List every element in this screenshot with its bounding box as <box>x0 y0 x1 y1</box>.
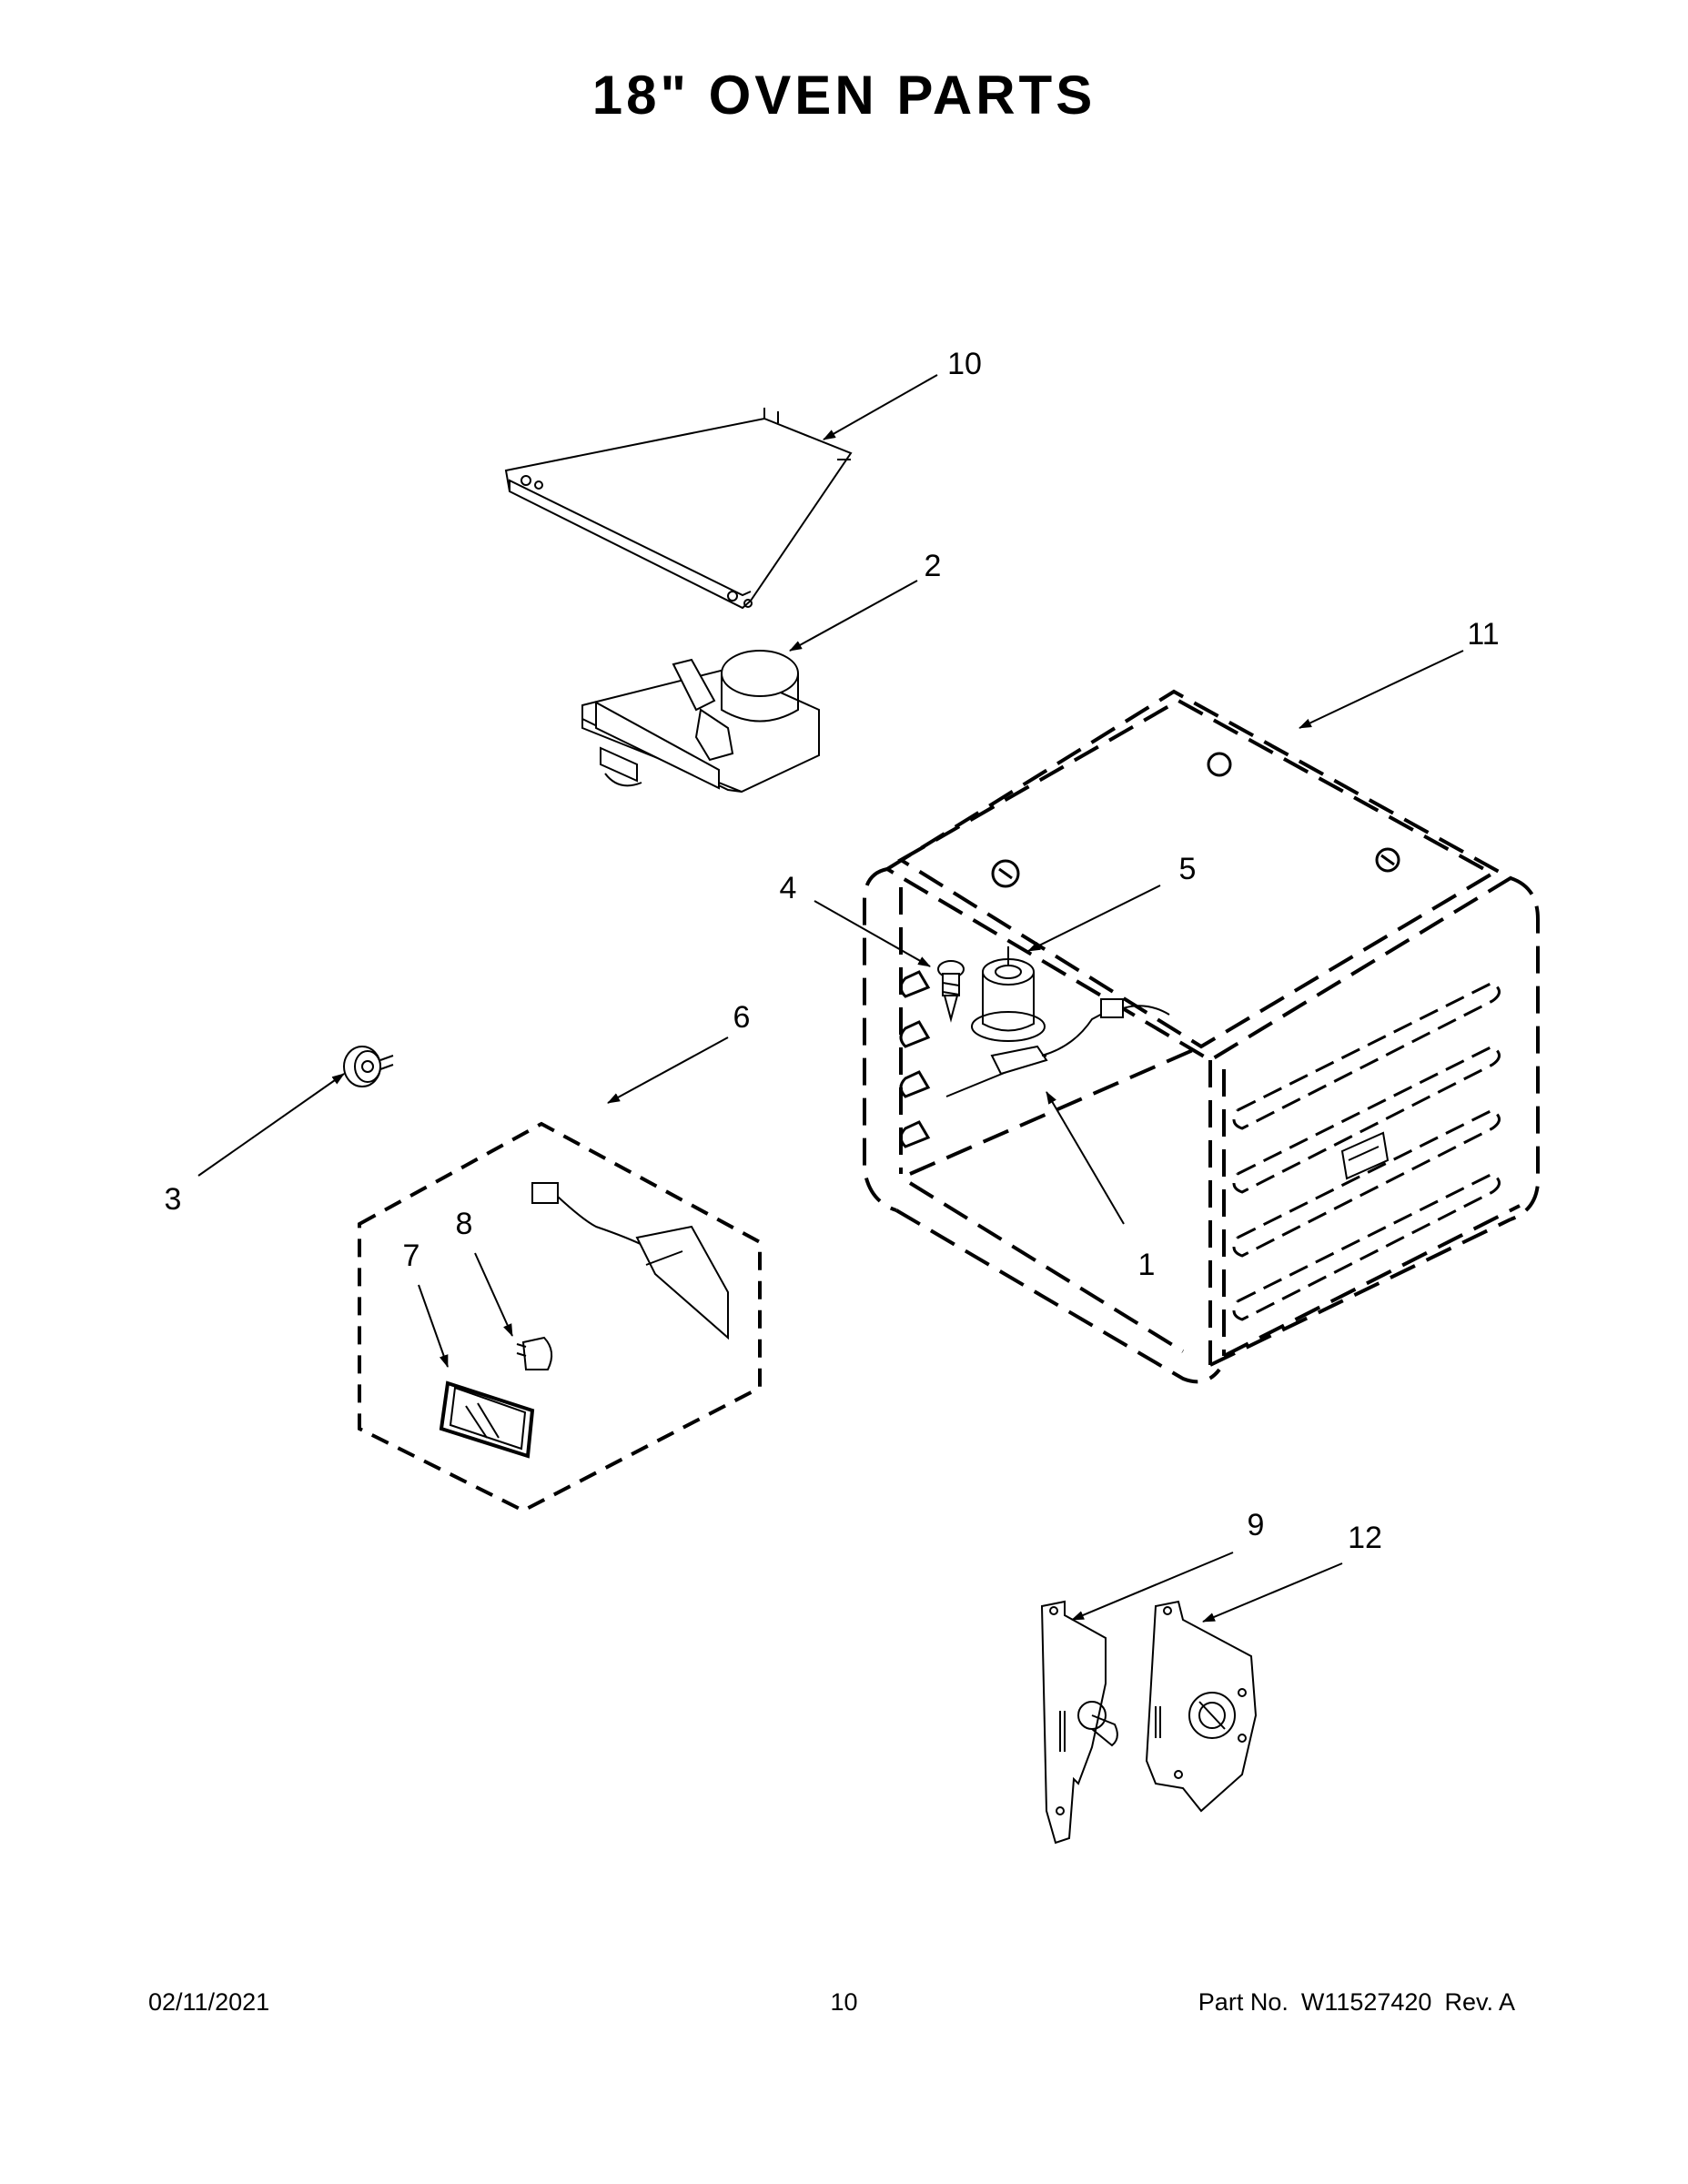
rack-rails <box>1232 981 1501 1321</box>
footer-part-number: Part No. W11527420 Rev. A <box>1198 1988 1515 2017</box>
leader-11 <box>1299 650 1464 729</box>
page-title: 18" OVEN PARTS <box>591 65 1097 126</box>
part-1-sensor <box>945 998 1170 1097</box>
part-9-hinge <box>1040 1600 1118 1845</box>
leader-6 <box>607 1036 729 1104</box>
leader-10 <box>823 374 938 440</box>
left-slots <box>899 970 931 1148</box>
footer-date: 02/11/2021 <box>148 1988 270 2016</box>
part-11-oven-cavity <box>863 689 1540 1384</box>
leader-5 <box>1027 885 1161 952</box>
callout-1: 1 <box>1137 1248 1156 1282</box>
part-12-hinge <box>1145 1600 1258 1813</box>
leader-1 <box>1046 1091 1125 1225</box>
callout-11: 11 <box>1467 617 1500 652</box>
part-7-lens <box>439 1380 535 1459</box>
part-label: Part No. <box>1198 1988 1289 2016</box>
part-5-grommet <box>971 946 1046 1042</box>
light-housing <box>531 1182 729 1340</box>
part-8-bulb <box>516 1336 553 1370</box>
leader-4 <box>814 900 931 967</box>
part-number: W11527420 <box>1300 1988 1432 2016</box>
callout-9: 9 <box>1247 1508 1265 1542</box>
part-2-lock-assembly <box>581 650 820 794</box>
leader-2 <box>789 580 918 652</box>
callout-4: 4 <box>779 871 797 905</box>
part-10-plate <box>504 408 853 610</box>
callout-6: 6 <box>733 1000 751 1035</box>
callout-8: 8 <box>455 1207 473 1241</box>
part-6-light-kit-boundary <box>358 1121 762 1513</box>
part-3-knob <box>343 1046 394 1087</box>
callout-2: 2 <box>924 549 942 583</box>
top-face-marks <box>991 752 1400 888</box>
leader-3 <box>197 1073 345 1177</box>
callout-3: 3 <box>164 1182 182 1217</box>
leader-12 <box>1202 1562 1343 1623</box>
callout-12: 12 <box>1348 1521 1382 1555</box>
leader-8 <box>474 1252 513 1337</box>
leader-7 <box>418 1284 449 1368</box>
callout-7: 7 <box>402 1239 420 1273</box>
part-4-screw <box>937 960 965 1023</box>
revision: Rev. A <box>1444 1988 1515 2016</box>
footer-page-number: 10 <box>830 1988 858 2016</box>
leader-9 <box>1071 1552 1234 1621</box>
callout-5: 5 <box>1178 852 1197 886</box>
leader-lines <box>197 374 1464 1623</box>
callout-10: 10 <box>947 347 982 381</box>
cavity-light-socket <box>1340 1131 1390 1180</box>
